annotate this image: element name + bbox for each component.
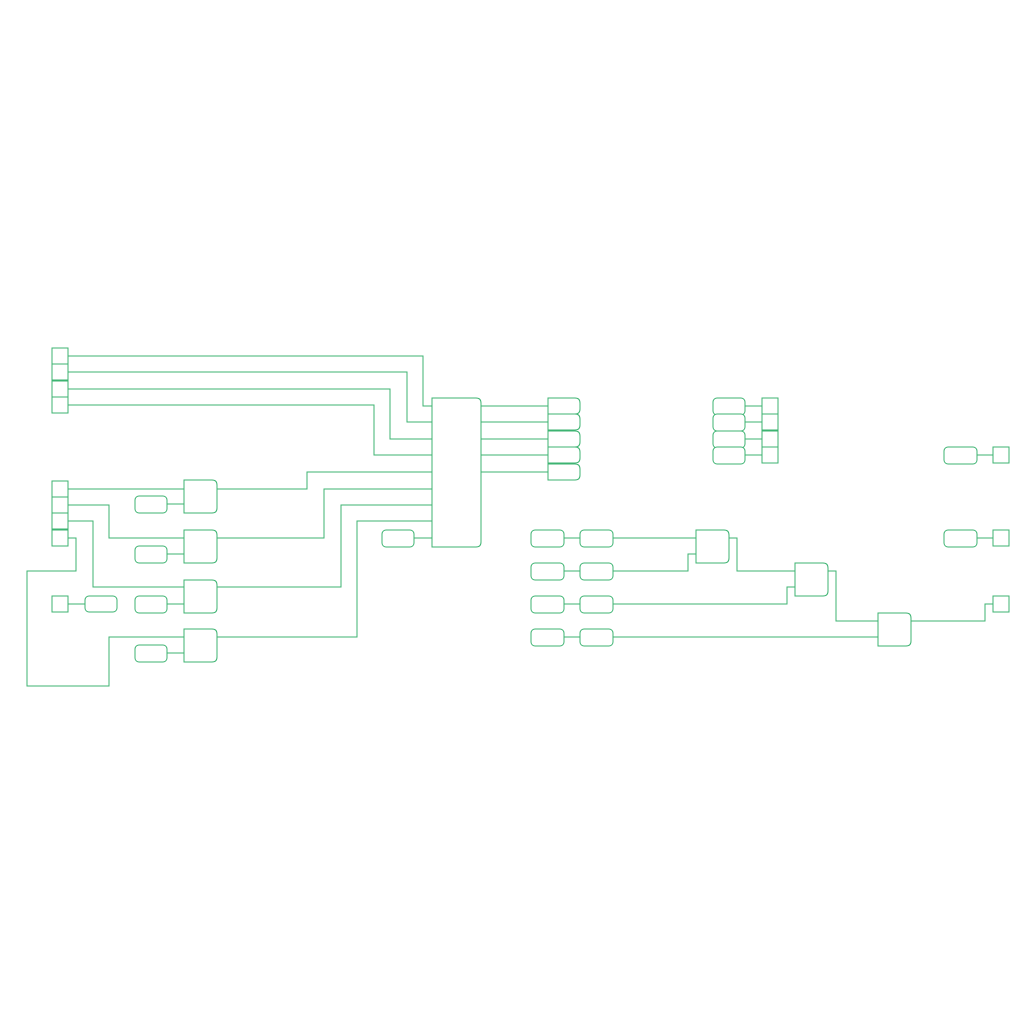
port-block-mid-2 <box>51 496 69 514</box>
wire-mid-port-2 <box>68 504 184 539</box>
chain-source-node-4 <box>530 628 565 647</box>
chain-gate-3 <box>877 612 912 647</box>
wire-gate-to-hub-3 <box>217 504 432 588</box>
stack-port-1 <box>761 397 779 415</box>
hub-output-node-4 <box>547 446 581 464</box>
logic-gate-3 <box>183 579 218 614</box>
stack-node-2 <box>712 413 746 432</box>
wire-chain-3 <box>729 537 795 572</box>
stack-node-3 <box>712 430 746 449</box>
hub-output-node-3 <box>547 430 581 448</box>
right-node-1 <box>943 446 978 465</box>
right-port-2 <box>992 529 1010 547</box>
wire-chain-output <box>911 603 993 622</box>
wire-chain-5 <box>828 570 878 622</box>
right-port-3 <box>992 595 1010 613</box>
port-block-top-4 <box>51 396 69 414</box>
chain-mid-node-3 <box>579 595 614 614</box>
chain-gate-2 <box>794 562 829 597</box>
port-block-top-2 <box>51 363 69 381</box>
wire-top-port-4 <box>68 404 432 456</box>
wire-mid-port-3 <box>68 520 184 588</box>
central-hub-block <box>431 397 482 548</box>
right-port-1 <box>992 446 1010 464</box>
logic-gate-4 <box>183 628 218 663</box>
chain-source-node-3 <box>530 595 565 614</box>
logic-gate-2 <box>183 529 218 564</box>
wire-mid-port-4 <box>26 537 184 687</box>
wire-top-port-2 <box>68 371 432 423</box>
stack-port-2 <box>761 413 779 431</box>
isolated-node <box>84 595 118 613</box>
wire-top-port-1 <box>68 355 432 407</box>
right-node-2 <box>943 529 978 548</box>
chain-source-node-1 <box>530 529 565 548</box>
port-block-mid-3 <box>51 512 69 530</box>
port-block-top-3 <box>51 380 69 398</box>
wire-top-port-3 <box>68 388 432 440</box>
port-block-isolated <box>51 595 69 613</box>
gate-input-node-2 <box>134 545 168 564</box>
port-block-mid-5 <box>51 529 69 547</box>
wire-gate-to-hub-2 <box>217 488 432 539</box>
chain-mid-node-4 <box>579 628 614 647</box>
chain-gate-1 <box>695 529 730 564</box>
component-layer <box>51 347 1010 663</box>
hub-output-node-5 <box>547 463 581 481</box>
gate-input-node-3 <box>134 595 168 614</box>
wire-gate-to-hub-4 <box>217 520 432 638</box>
gate-input-node-1 <box>134 495 168 514</box>
logic-gate-1 <box>183 479 218 514</box>
stack-port-3 <box>761 430 779 448</box>
port-block-top-1 <box>51 347 69 365</box>
port-block-mid-1 <box>51 480 69 498</box>
gate-input-node-4 <box>134 644 168 663</box>
hub-output-node-1 <box>547 397 581 415</box>
chain-mid-node-2 <box>579 562 614 581</box>
hub-input-node <box>381 529 415 548</box>
chain-source-node-2 <box>530 562 565 581</box>
wire-gate-to-hub-1 <box>217 471 432 490</box>
chain-mid-node-1 <box>579 529 614 548</box>
stack-node-1 <box>712 397 746 416</box>
wire-chain-2 <box>613 553 696 572</box>
stack-node-4 <box>712 446 746 465</box>
stack-port-4 <box>761 446 779 464</box>
hub-output-node-2 <box>547 413 581 431</box>
wire-layer <box>26 355 993 687</box>
wire-chain-4 <box>613 586 795 605</box>
